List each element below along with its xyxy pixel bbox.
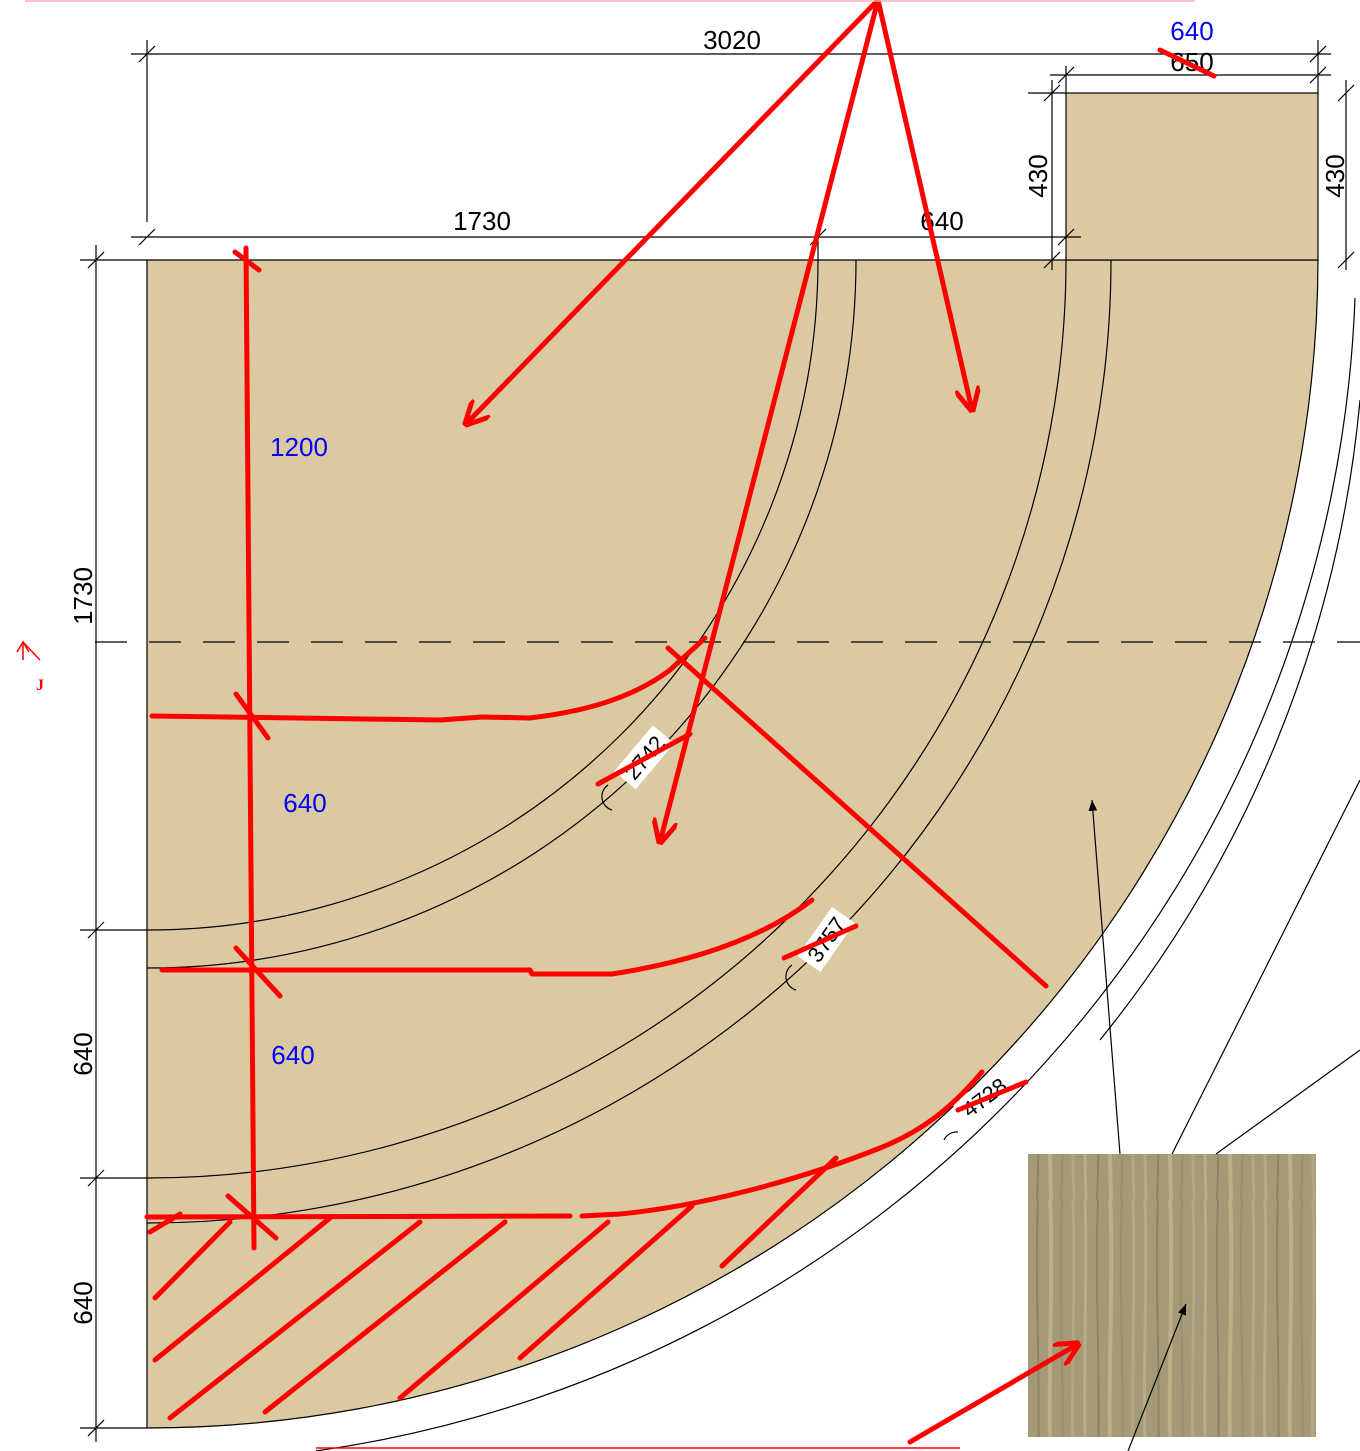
tread-arc-1	[146, 259, 819, 931]
dim-overall-width: 3020	[703, 25, 761, 55]
top-block-panel	[1065, 92, 1319, 261]
dim-upper-part-width: 1730	[453, 206, 511, 236]
note-upper-height: 1200	[270, 432, 328, 462]
stair-floor-panel	[146, 259, 1319, 1429]
outer-arc-2	[1099, 399, 1360, 1041]
dim-left-middle-height: 640	[68, 1032, 98, 1075]
radius-arc-marker-3	[943, 1131, 959, 1141]
note-middle-height: 640	[283, 788, 326, 818]
dim-top-block-height-right: 430	[1320, 154, 1350, 197]
red-tread-outlines	[144, 47, 1217, 1220]
radius-arc-marker-2	[785, 964, 797, 991]
dim-left-lower-height: 640	[68, 1281, 98, 1324]
dimension-lines	[80, 40, 1355, 1442]
leader-lines	[1088, 779, 1360, 1451]
radius-arc-marker-1	[601, 784, 613, 811]
wood-texture-swatch	[1028, 1154, 1316, 1437]
outer-arc-1	[315, 297, 1356, 1451]
note-top-block-width: 640	[1170, 16, 1213, 46]
section-marker	[16, 640, 41, 661]
note-lower-height: 640	[271, 1040, 314, 1070]
dim-left-upper-height: 1730	[68, 567, 98, 625]
section-marker-label: J	[36, 677, 44, 694]
red-markup-arrows	[466, 0, 1078, 1445]
dim-top-block-height-left: 430	[1023, 154, 1053, 197]
red-hatch-area	[147, 1155, 839, 1421]
